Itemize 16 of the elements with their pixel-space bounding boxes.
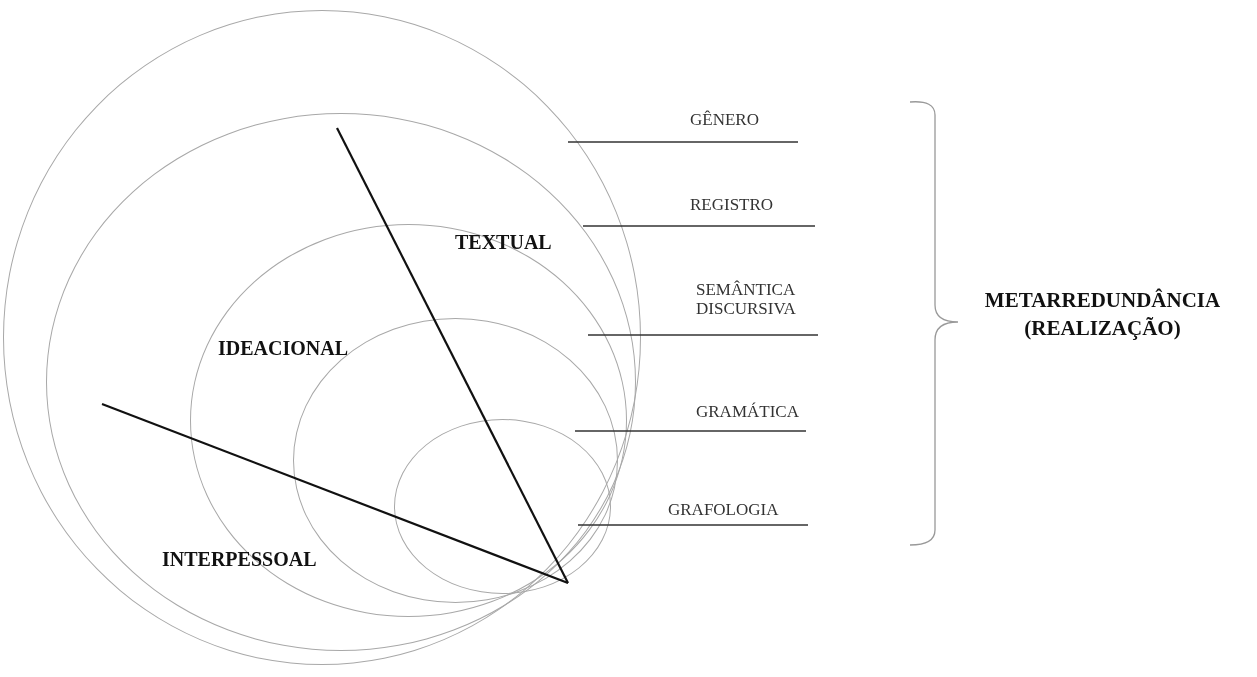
circle-outline <box>3 10 641 665</box>
level-label: GRAFOLOGIA <box>668 500 813 519</box>
circle-outline <box>394 419 611 594</box>
leader-line <box>567 141 799 143</box>
leader-line <box>574 430 807 432</box>
leader-line <box>582 225 816 227</box>
leader-line <box>577 524 809 526</box>
level-label: SEMÂNTICA DISCURSIVA <box>696 280 821 318</box>
bracket-label: METARREDUNDÂNCIA (REALIZAÇÃO) <box>983 287 1222 342</box>
sector-label: INTERPESSOAL <box>162 548 317 571</box>
sector-label: IDEACIONAL <box>218 337 349 360</box>
sector-label: TEXTUAL <box>455 231 552 254</box>
level-label: GRAMÁTICA <box>696 402 831 421</box>
leader-line <box>587 334 819 336</box>
level-label: REGISTRO <box>690 195 815 214</box>
level-label: GÊNERO <box>690 110 790 129</box>
